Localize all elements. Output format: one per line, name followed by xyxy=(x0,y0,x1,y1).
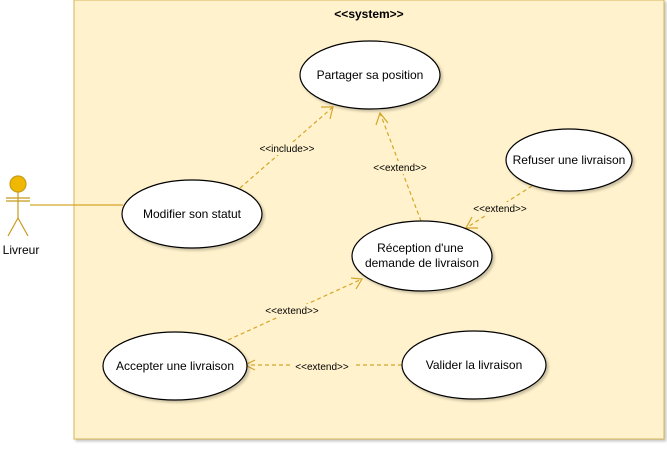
usecase-valider-la-livraison[interactable]: Valider la livraison xyxy=(401,330,547,400)
actor-leg-icon xyxy=(7,217,19,237)
extend-label-reception-partager: <<extend>> xyxy=(373,163,427,174)
svg-text:Refuser une livraison: Refuser une livraison xyxy=(513,153,626,167)
usecase-label: Refuser une livraison xyxy=(513,153,626,167)
usecase-label: Valider la livraison xyxy=(426,358,523,372)
actor-head-icon xyxy=(9,175,27,193)
extend-arrow-refuser-reception xyxy=(464,185,533,229)
usecase-modifier-son-statut[interactable]: Modifier son statut xyxy=(121,179,263,249)
include-arrow-modifier-partager xyxy=(239,106,334,189)
actor-label: Livreur xyxy=(3,243,40,257)
svg-text:Partager sa position: Partager sa position xyxy=(317,68,424,82)
extend-label-refuser-reception: <<extend>> xyxy=(473,204,527,215)
svg-text:Modifier son statut: Modifier son statut xyxy=(143,207,242,221)
usecase-refuser-une-livraison[interactable]: Refuser une livraison xyxy=(505,128,633,192)
svg-text:Valider la livraison: Valider la livraison xyxy=(426,358,523,372)
usecase-label-line-1: Réception d'une xyxy=(377,241,464,255)
relation-labels: <<include>> <<extend>> <<extend>> <<exte… xyxy=(256,142,531,373)
svg-text:Réception d'une demand: Réception d'une demande de livraison xyxy=(365,241,479,270)
extend-label-accepter-reception: <<extend>> xyxy=(265,306,319,317)
usecase-label: Modifier son statut xyxy=(143,207,242,221)
usecase-accepter-une-livraison[interactable]: Accepter une livraison xyxy=(102,331,248,401)
usecase-label: Partager sa position xyxy=(317,68,424,82)
system-title: <<system>> xyxy=(334,7,403,21)
extend-label-valider-accepter: <<extend>> xyxy=(295,362,349,373)
svg-text:Accepter une livraison: Accepter une livraison xyxy=(116,359,234,373)
actor-leg-icon xyxy=(17,217,29,237)
actor-livreur[interactable]: Livreur xyxy=(3,175,40,257)
usecase-reception-demande-livraison[interactable]: Réception d'une demande de livraison xyxy=(351,220,493,292)
include-label: <<include>> xyxy=(259,144,314,155)
usecase-label: Accepter une livraison xyxy=(116,359,234,373)
usecase-label-line-2: demande de livraison xyxy=(365,256,479,270)
usecase-partager-sa-position[interactable]: Partager sa position xyxy=(299,40,441,110)
